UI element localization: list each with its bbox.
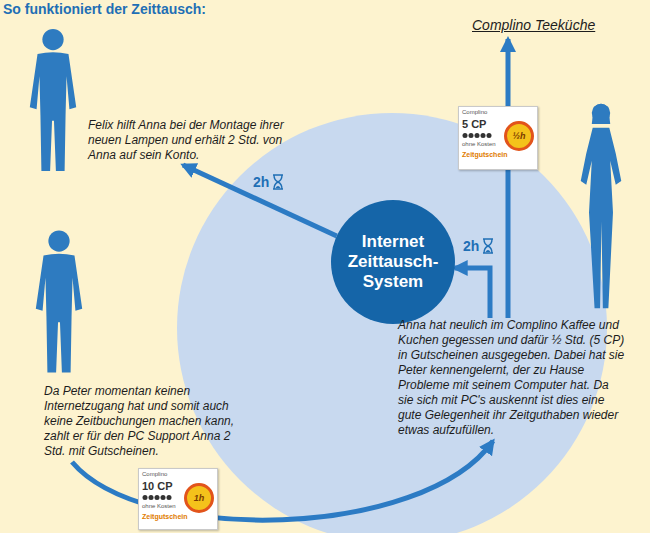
voucher-brand: Complino xyxy=(462,109,487,116)
node-text: Da Peter momentan keinen Internetzugang … xyxy=(44,384,240,459)
voucher-value: 10 CP xyxy=(142,480,173,492)
voucher-dots xyxy=(142,494,172,501)
flow-arrow xyxy=(506,39,511,318)
voucher-hours: ½h xyxy=(512,131,525,141)
edge-label: 2h xyxy=(251,174,286,190)
edge-label: 2h xyxy=(461,238,496,254)
voucher-seal: ½h xyxy=(504,121,534,151)
story-text: Felix hilft Anna bei der Montage ihrer n… xyxy=(88,118,288,163)
person-figure xyxy=(581,104,622,309)
voucher-note: ohne Kosten xyxy=(142,503,176,510)
person-figure xyxy=(36,230,82,372)
voucher-type: Zeitgutschein xyxy=(142,513,188,521)
place-label: Complino Teeküche xyxy=(468,14,599,36)
node-text: Anna hat neulich im Complino Kaffee und … xyxy=(398,318,626,438)
flow-arrow xyxy=(455,268,490,318)
voucher-note: ohne Kosten xyxy=(462,141,496,148)
node-text: Complino Teeküche xyxy=(472,16,595,34)
voucher-value: 5 CP xyxy=(462,118,486,130)
voucher-seal: 1h xyxy=(184,483,214,513)
voucher-card: Complino 5 CP ohne Kosten Zeitgutschein … xyxy=(458,106,538,170)
voucher-card: Complino 10 CP ohne Kosten Zeitgutschein… xyxy=(138,468,218,530)
voucher-dots xyxy=(462,132,492,139)
node-text: Felix hilft Anna bei der Montage ihrer n… xyxy=(88,118,288,163)
node-text: Internet Zeittausch-System xyxy=(341,232,445,292)
voucher-brand: Complino xyxy=(142,471,167,478)
system-circle: Internet Zeittausch-System xyxy=(331,200,455,324)
hourglass-icon xyxy=(272,174,284,190)
story-text: Da Peter momentan keinen Internetzugang … xyxy=(44,384,240,459)
person-figure xyxy=(30,29,76,171)
hourglass-icon xyxy=(482,238,494,254)
story-text: Anna hat neulich im Complino Kaffee und … xyxy=(398,318,626,438)
flow-arrow xyxy=(183,165,337,236)
voucher-hours: 1h xyxy=(194,493,205,503)
voucher-type: Zeitgutschein xyxy=(462,151,508,159)
time-amount: 2h xyxy=(463,238,479,254)
time-amount: 2h xyxy=(253,174,269,190)
title: So funktioniert der Zeittausch: xyxy=(3,1,206,17)
